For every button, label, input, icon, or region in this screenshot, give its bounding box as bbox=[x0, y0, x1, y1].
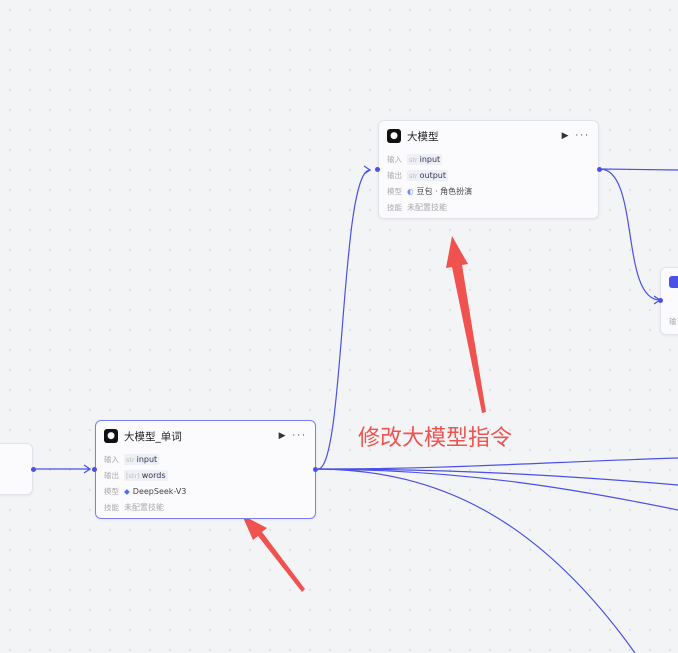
output-var: output bbox=[419, 170, 446, 180]
type: str bbox=[126, 455, 135, 464]
llm-logo-icon: ● bbox=[387, 129, 401, 143]
row-label: 输 bbox=[669, 317, 677, 326]
input-var: input bbox=[136, 454, 158, 464]
label: 模型 bbox=[387, 186, 402, 196]
doubao-icon: ◐ bbox=[407, 186, 414, 196]
model: 豆包 · 角色扮演 bbox=[416, 186, 473, 196]
run-more-icons[interactable]: ▶ ··· bbox=[561, 131, 590, 141]
edge bbox=[317, 468, 636, 653]
label: 输出 bbox=[104, 470, 119, 480]
llm-logo-icon: ● bbox=[104, 429, 118, 443]
input-port[interactable] bbox=[375, 167, 380, 172]
skill: 未配置技能 bbox=[124, 502, 164, 512]
arrow-up-left-icon bbox=[242, 515, 305, 592]
deepseek-icon: ◆ bbox=[124, 486, 130, 496]
edge bbox=[317, 457, 678, 470]
model: DeepSeek-V3 bbox=[132, 486, 187, 496]
type: [str] bbox=[126, 471, 140, 480]
edge-arrow bbox=[363, 165, 372, 175]
type: str bbox=[409, 171, 418, 180]
output-var: words bbox=[141, 470, 166, 480]
edge bbox=[317, 468, 678, 486]
label: 技能 bbox=[104, 502, 119, 512]
output-port[interactable] bbox=[31, 467, 36, 472]
arrow-up-icon bbox=[446, 236, 486, 413]
run-more-icons[interactable]: ▶ ··· bbox=[278, 431, 307, 441]
edge-arrow bbox=[83, 464, 92, 474]
edge bbox=[317, 169, 371, 470]
label: 模型 bbox=[104, 486, 119, 496]
node-title: 大模型_单词 bbox=[124, 430, 182, 443]
partial-node-left[interactable] bbox=[0, 443, 33, 495]
annotation-text: 修改大模型指令 bbox=[358, 426, 513, 451]
output-port[interactable] bbox=[597, 167, 602, 172]
output-port[interactable] bbox=[313, 467, 318, 472]
label: 输入 bbox=[387, 154, 402, 164]
input-port[interactable] bbox=[658, 298, 663, 303]
type: str bbox=[409, 155, 418, 164]
label: 技能 bbox=[387, 202, 402, 212]
skill: 未配置技能 bbox=[407, 202, 447, 212]
input-var: input bbox=[419, 154, 441, 164]
label: 输入 bbox=[104, 454, 119, 464]
edge bbox=[599, 168, 678, 171]
input-port[interactable] bbox=[92, 467, 97, 472]
node-logo-icon bbox=[669, 276, 678, 288]
edge bbox=[599, 168, 661, 301]
edge bbox=[317, 468, 678, 511]
node-title: 大模型 bbox=[407, 130, 439, 143]
red-arrows bbox=[242, 236, 486, 592]
label: 输出 bbox=[387, 170, 402, 180]
